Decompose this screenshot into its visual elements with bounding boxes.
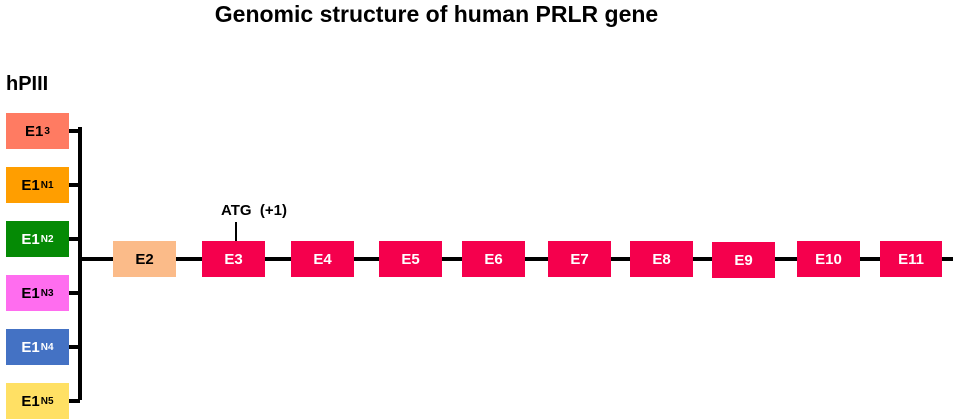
first-exon-subscript: 3 [44, 125, 50, 137]
first-exon-branch [68, 345, 80, 349]
exon-e4: E4 [291, 241, 354, 277]
exon-e8: E8 [630, 241, 693, 277]
exon-e11: E11 [880, 241, 942, 277]
promoter-label: hPIII [6, 73, 49, 95]
first-exon-branch [68, 399, 80, 403]
exon-e2: E2 [113, 241, 176, 277]
atg-label: ATG (+1) [221, 202, 287, 219]
first-exon-branch [68, 291, 80, 295]
first-exon-subscript: N4 [40, 341, 54, 353]
first-exon-label: E1 [21, 392, 40, 410]
first-exon-branch [68, 183, 80, 187]
first-exon-label: E1 [21, 230, 40, 248]
exon-e3: E3 [202, 241, 265, 277]
first-exon-branch [68, 129, 80, 133]
first-exon-subscript: N2 [40, 233, 54, 245]
exon-e6: E6 [462, 241, 525, 277]
exon-e10: E10 [797, 241, 860, 277]
exon-e7: E7 [548, 241, 611, 277]
exon-e9: E9 [712, 242, 775, 278]
vertical-connector [78, 127, 82, 400]
exon-e5: E5 [379, 241, 442, 277]
first-exon-branch [68, 237, 80, 241]
first-exon-label: E1 [21, 284, 40, 302]
first-exon-label: E1 [21, 338, 40, 356]
atg-tick [235, 222, 237, 242]
first-exon-subscript: N3 [40, 287, 54, 299]
first-exon-label: E1 [21, 176, 40, 194]
first-exon-subscript: N5 [40, 395, 54, 407]
first-exon-subscript: N1 [40, 179, 54, 191]
diagram-title: Genomic structure of human PRLR gene [214, 1, 659, 27]
first-exon-label: E1 [25, 122, 44, 140]
